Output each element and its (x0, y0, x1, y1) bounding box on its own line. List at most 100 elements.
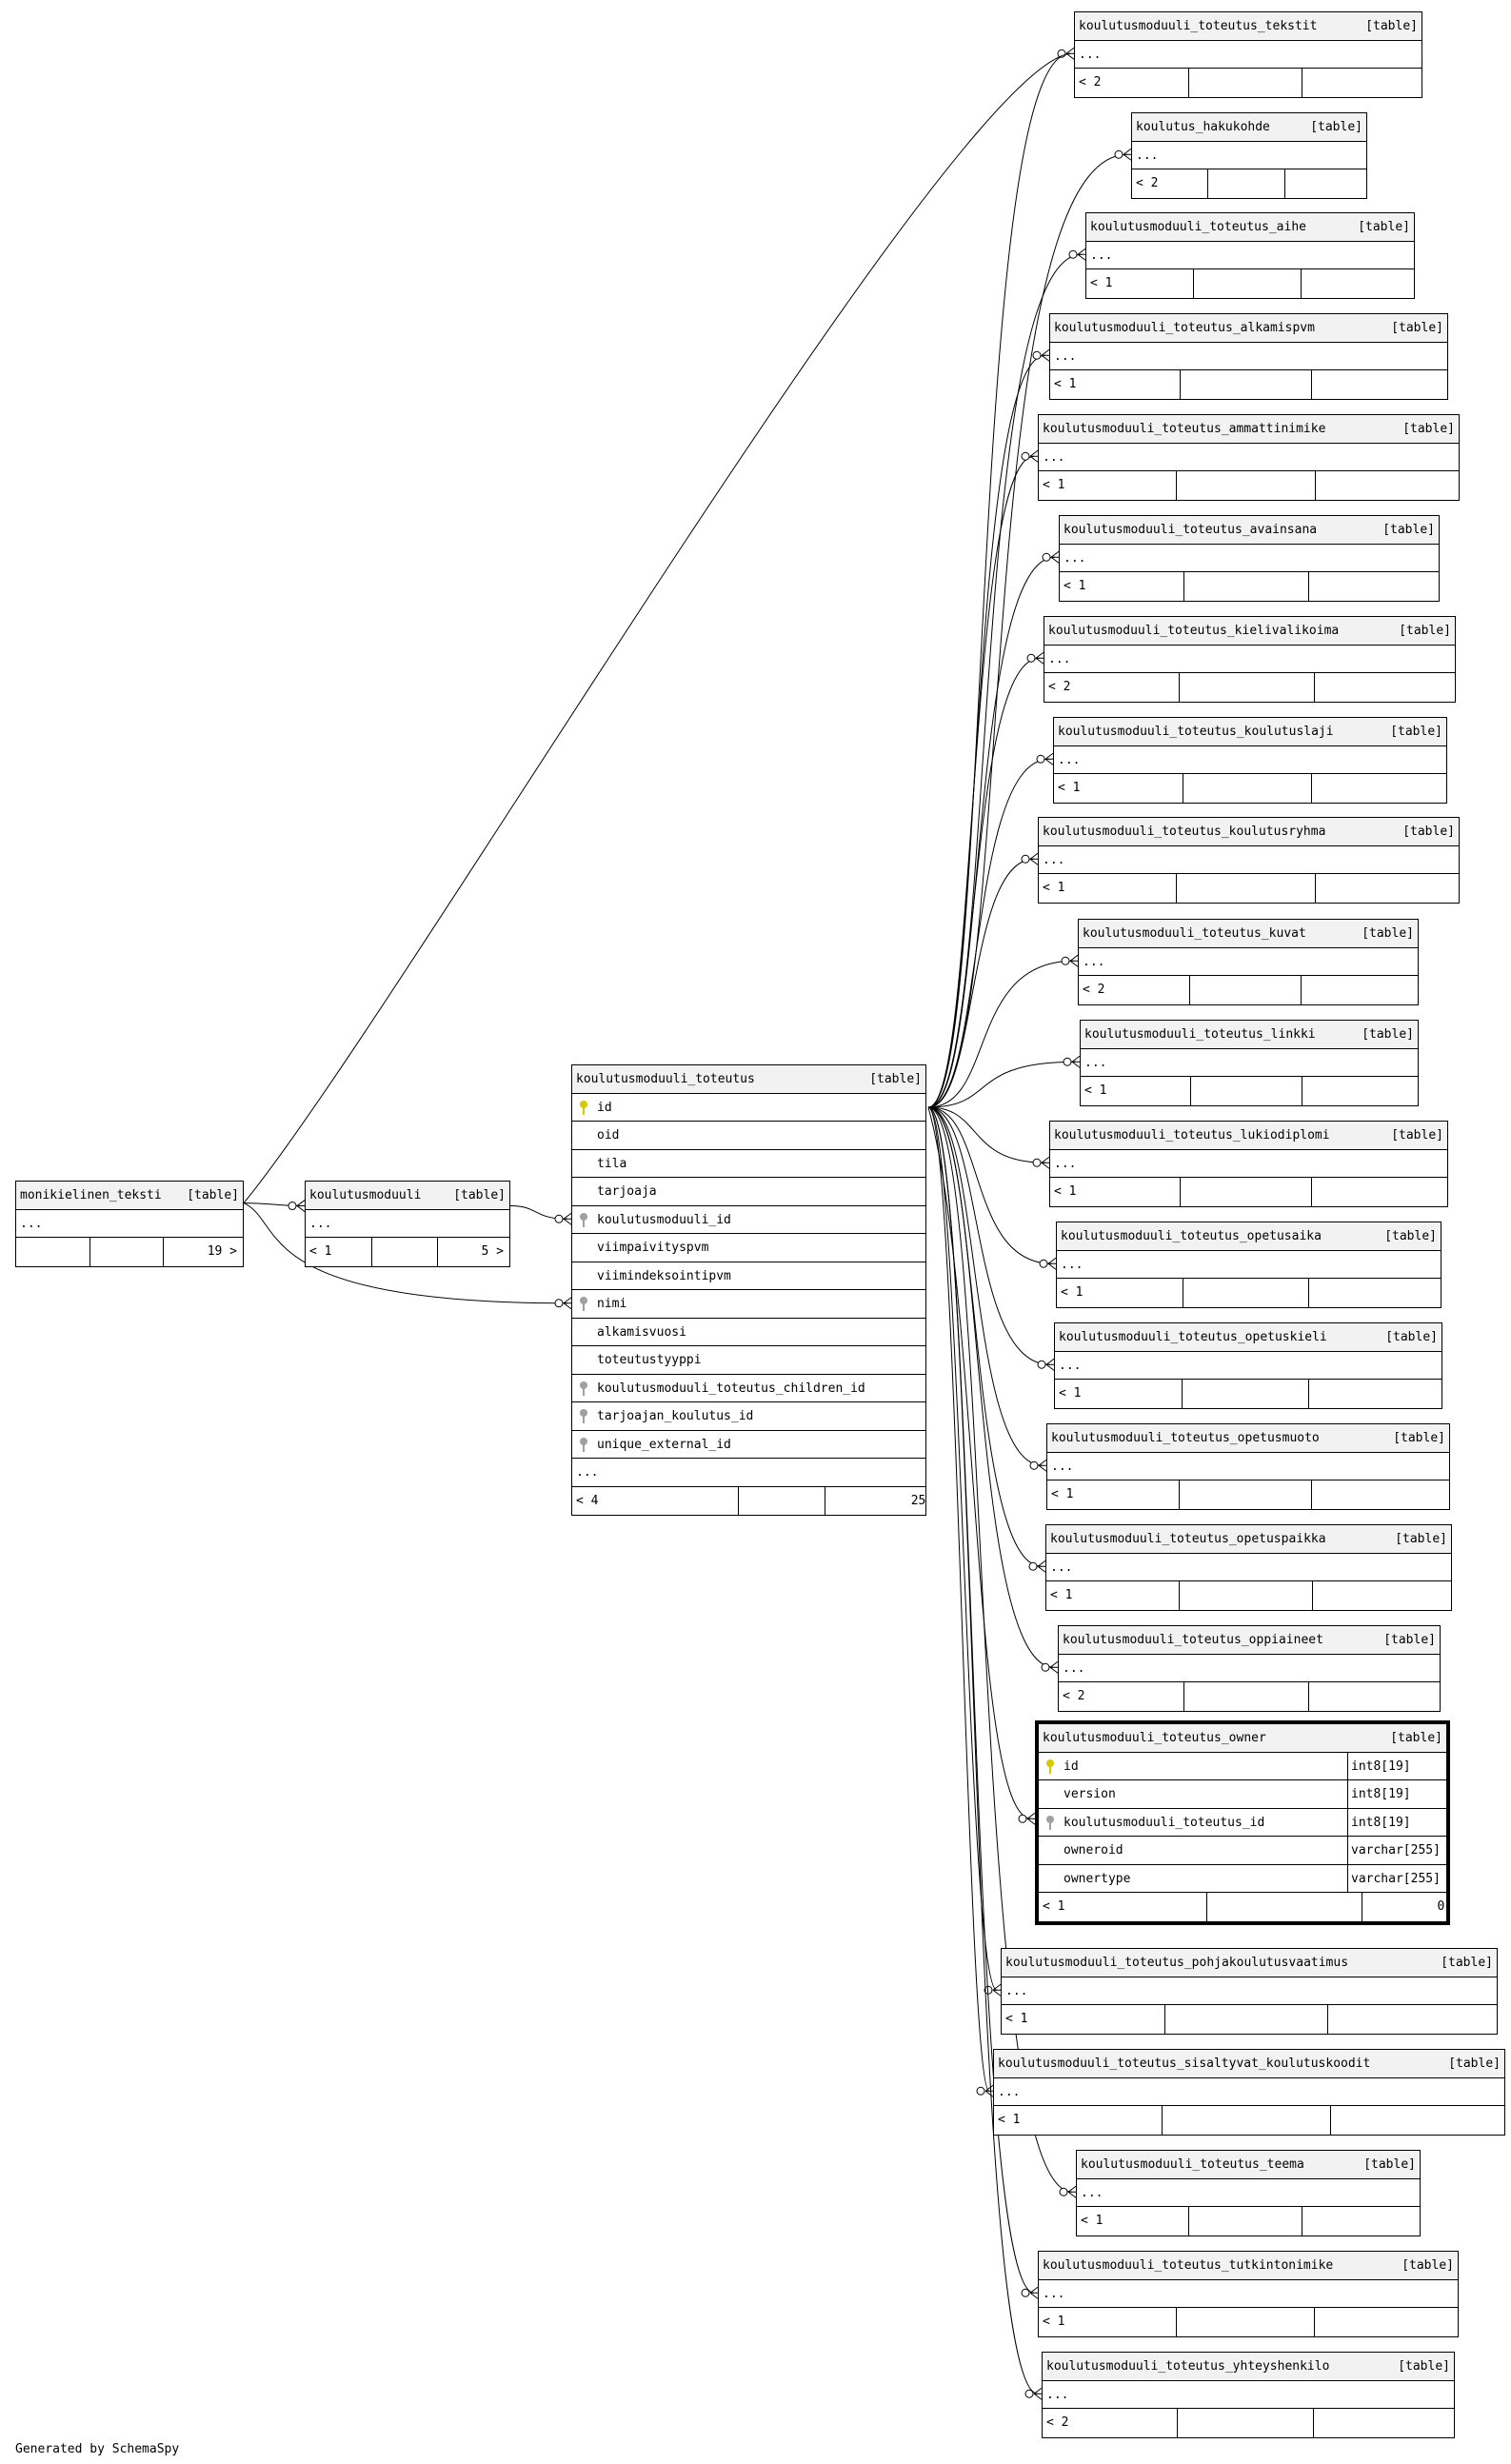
footer-cell[interactable] (1308, 572, 1439, 601)
table-header[interactable]: koulutusmoduuli_toteutus_oppiaineet[tabl… (1059, 1626, 1440, 1655)
column-row[interactable]: oid (572, 1122, 925, 1150)
footer-cell[interactable] (1187, 69, 1302, 97)
footer-cell[interactable]: < 1 (1054, 377, 1077, 391)
footer-cell[interactable] (1301, 269, 1414, 298)
table-koulutusmoduuli-toteutus-alkamispvm[interactable]: koulutusmoduuli_toteutus_alkamispvm[tabl… (1049, 313, 1448, 400)
footer-cell[interactable] (1176, 2308, 1314, 2336)
footer-cell[interactable] (1314, 471, 1459, 500)
table-koulutusmoduuli-toteutus-oppiaineet[interactable]: koulutusmoduuli_toteutus_oppiaineet[tabl… (1058, 1625, 1441, 1712)
table-header[interactable]: koulutusmoduuli_toteutus_kuvat[table] (1079, 920, 1418, 948)
column-row[interactable]: nimi (572, 1290, 925, 1319)
footer-cell[interactable]: 19 > (163, 1238, 243, 1266)
table-koulutusmoduuli-toteutus-opetusaika[interactable]: koulutusmoduuli_toteutus_opetusaika[tabl… (1056, 1222, 1441, 1308)
footer-cell[interactable] (1183, 1682, 1309, 1711)
footer-cell[interactable] (1311, 1480, 1449, 1509)
footer-cell[interactable] (1312, 1581, 1451, 1610)
footer-cell[interactable] (1308, 1279, 1441, 1307)
column-row[interactable]: unique_external_id (572, 1431, 925, 1459)
footer-cell[interactable]: < 1 (1043, 1899, 1065, 1914)
footer-cell[interactable]: 5 > (437, 1238, 509, 1266)
table-header[interactable]: koulutusmoduuli_toteutus_ammattinimike[t… (1039, 415, 1459, 444)
table-koulutusmoduuli-toteutus-linkki[interactable]: koulutusmoduuli_toteutus_linkki[table]..… (1080, 1020, 1419, 1106)
table-header[interactable]: koulutusmoduuli_toteutus_opetusmuoto[tab… (1047, 1424, 1449, 1453)
footer-cell[interactable] (1182, 1279, 1309, 1307)
footer-cell[interactable]: < 1 (1043, 881, 1065, 895)
table-header[interactable]: koulutusmoduuli_toteutus_avainsana[table… (1060, 516, 1439, 545)
table-header[interactable]: koulutusmoduuli_toteutus_pohjakoulutusva… (1002, 1949, 1497, 1977)
table-header[interactable]: koulutusmoduuli_toteutus_koulutusryhma[t… (1039, 818, 1459, 846)
footer-cell[interactable] (1310, 370, 1447, 399)
footer-cell[interactable]: < 1 (1059, 1386, 1082, 1401)
footer-cell[interactable] (1314, 874, 1459, 903)
footer-cell[interactable]: < 1 (309, 1244, 332, 1259)
column-row[interactable]: tila (572, 1150, 925, 1178)
footer-cell[interactable] (1176, 874, 1314, 903)
table-koulutusmoduuli-toteutus-pohjakoulutusvaatimus[interactable]: koulutusmoduuli_toteutus_pohjakoulutusva… (1001, 1948, 1498, 2035)
column-row[interactable]: koulutusmoduuli_id (572, 1206, 925, 1234)
table-header[interactable]: koulutusmoduuli[table] (306, 1182, 509, 1210)
table-header[interactable]: koulutusmoduuli_toteutus_tutkintonimike[… (1039, 2252, 1458, 2280)
column-row[interactable]: id (572, 1094, 925, 1122)
footer-cell[interactable] (1163, 2005, 1328, 2034)
table-koulutusmoduuli-toteutus-sisaltyvat-koulutuskoodit[interactable]: koulutusmoduuli_toteutus_sisaltyvat_koul… (993, 2049, 1505, 2136)
footer-cell[interactable]: < 1 (1058, 781, 1081, 795)
column-row[interactable]: viimpaivityspvm (572, 1234, 925, 1262)
table-koulutusmoduuli-toteutus-tekstit[interactable]: koulutusmoduuli_toteutus_tekstit[table].… (1074, 11, 1422, 98)
footer-cell[interactable] (1308, 1682, 1440, 1711)
footer-cell[interactable]: < 1 (1043, 2315, 1065, 2329)
table-header[interactable]: koulutusmoduuli_toteutus_linkki[table] (1081, 1021, 1418, 1049)
footer-cell[interactable] (738, 1486, 825, 1515)
column-row[interactable]: tarjoajan_koulutus_id (572, 1402, 925, 1431)
footer-cell[interactable]: < 1 (1054, 1184, 1077, 1199)
table-koulutusmoduuli-toteutus-avainsana[interactable]: koulutusmoduuli_toteutus_avainsana[table… (1059, 515, 1440, 602)
table-header[interactable]: koulutusmoduuli_toteutus_alkamispvm[tabl… (1050, 314, 1447, 343)
table-koulutusmoduuli-toteutus-aihe[interactable]: koulutusmoduuli_toteutus_aihe[table]...<… (1085, 212, 1415, 299)
footer-cell[interactable] (1179, 1581, 1312, 1610)
table-koulutusmoduuli-toteutus-tutkintonimike[interactable]: koulutusmoduuli_toteutus_tutkintonimike[… (1038, 2251, 1459, 2337)
footer-cell[interactable] (1283, 169, 1366, 198)
column-row[interactable]: tarjoaja (572, 1178, 925, 1206)
footer-cell[interactable]: < 1 (1090, 276, 1113, 290)
footer-cell[interactable] (1206, 1893, 1362, 1921)
footer-cell[interactable] (1179, 673, 1314, 702)
column-row[interactable]: alkamisvuosi (572, 1319, 925, 1346)
footer-cell[interactable]: < 2 (1079, 75, 1102, 89)
table-koulutusmoduuli-toteutus-opetuskieli[interactable]: koulutusmoduuli_toteutus_opetuskieli[tab… (1054, 1322, 1442, 1409)
footer-cell[interactable] (1301, 2207, 1420, 2235)
footer-cell[interactable] (1301, 1077, 1418, 1105)
footer-cell[interactable] (1188, 2207, 1301, 2235)
table-header[interactable]: koulutusmoduuli_toteutus_opetuskieli[tab… (1055, 1323, 1441, 1352)
table-koulutusmoduuli-toteutus-opetusmuoto[interactable]: koulutusmoduuli_toteutus_opetusmuoto[tab… (1046, 1423, 1450, 1510)
table-koulutusmoduuli-toteutus-kielivalikoima[interactable]: koulutusmoduuli_toteutus_kielivalikoima[… (1044, 616, 1456, 703)
table-header[interactable]: koulutusmoduuli_toteutus_koulutuslaji[ta… (1054, 718, 1446, 746)
footer-cell[interactable] (1179, 1480, 1311, 1509)
footer-cell[interactable] (1330, 2106, 1504, 2135)
table-koulutusmoduuli-toteutus-koulutusryhma[interactable]: koulutusmoduuli_toteutus_koulutusryhma[t… (1038, 817, 1460, 904)
table-koulutusmoduuli-toteutus-opetuspaikka[interactable]: koulutusmoduuli_toteutus_opetuspaikka[ta… (1045, 1524, 1452, 1611)
footer-cell[interactable]: < 1 (1064, 579, 1086, 593)
footer-cell[interactable] (1310, 1178, 1447, 1206)
footer-cell[interactable]: < 1 (1050, 1588, 1073, 1602)
footer-cell[interactable] (1162, 2106, 1330, 2135)
table-header[interactable]: koulutus_hakukohde[table] (1132, 113, 1366, 142)
footer-cell[interactable] (1308, 1380, 1441, 1408)
footer-cell[interactable]: 25 > (825, 1486, 925, 1515)
table-header[interactable]: koulutusmoduuli_toteutus_teema[table] (1077, 2151, 1420, 2179)
table-header[interactable]: koulutusmoduuli_toteutus_tekstit[table] (1075, 12, 1422, 41)
footer-cell[interactable] (1180, 1178, 1310, 1206)
table-koulutusmoduuli-toteutus-ammattinimike[interactable]: koulutusmoduuli_toteutus_ammattinimike[t… (1038, 414, 1460, 501)
footer-cell[interactable] (1311, 774, 1446, 803)
table-koulutusmoduuli-toteutus-lukiodiplomi[interactable]: koulutusmoduuli_toteutus_lukiodiplomi[ta… (1049, 1121, 1448, 1207)
footer-cell[interactable] (1314, 2308, 1458, 2336)
footer-cell[interactable]: < 4 (576, 1493, 599, 1508)
footer-cell[interactable] (1193, 269, 1301, 298)
footer-cell[interactable]: < 2 (1136, 176, 1159, 190)
footer-cell[interactable]: < 1 (998, 2113, 1021, 2127)
table-header[interactable]: koulutusmoduuli_toteutus_opetusaika[tabl… (1057, 1222, 1441, 1251)
footer-cell[interactable]: < 1 (1043, 478, 1065, 492)
